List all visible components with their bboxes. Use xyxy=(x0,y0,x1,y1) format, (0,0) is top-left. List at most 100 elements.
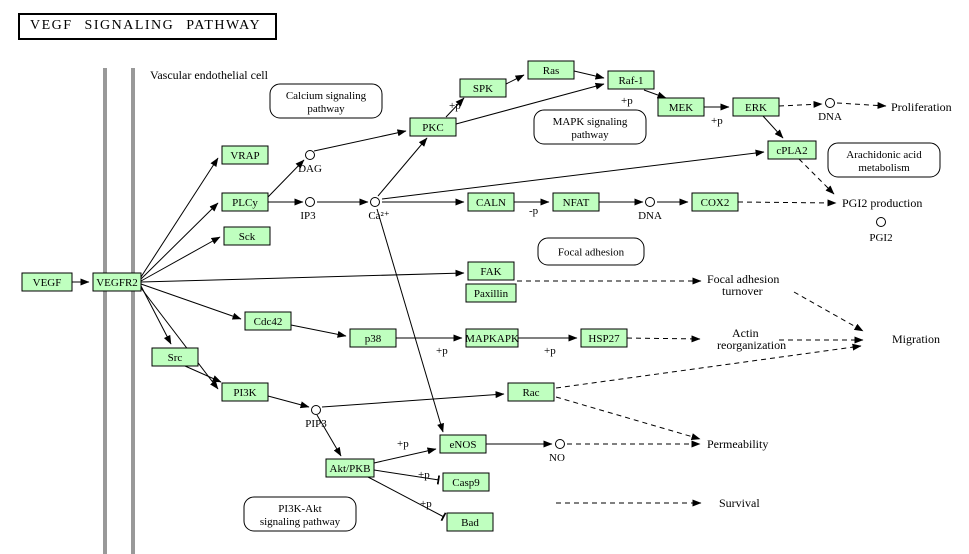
edge-cox2-to-pgi2-production xyxy=(737,199,837,207)
node-box-caln[interactable] xyxy=(467,192,515,212)
compound-circle-pip3[interactable] xyxy=(311,405,321,415)
node-box-casp9[interactable] xyxy=(442,472,490,492)
node-label-pi3k: PI3K xyxy=(233,387,256,399)
node-box-hsp27[interactable] xyxy=(580,328,628,348)
compound-dna-proliferation[interactable]: DNA xyxy=(818,98,842,124)
compound-circle-pgi2[interactable] xyxy=(876,217,886,227)
node-box-aktpkb[interactable] xyxy=(325,458,375,478)
node-box-cdc42[interactable] xyxy=(244,311,292,331)
node-box-bad[interactable] xyxy=(446,512,494,532)
node-vegf[interactable]: VEGF xyxy=(21,272,73,292)
compound-label-dna-proliferation: DNA xyxy=(818,111,842,123)
node-box-vegfr2[interactable] xyxy=(92,272,142,292)
compound-circle-ca2[interactable] xyxy=(370,197,380,207)
node-box-erk[interactable] xyxy=(732,97,780,117)
label-turnover-4: turnover xyxy=(722,284,763,298)
edge-dag-to-pkc xyxy=(313,129,407,152)
node-casp9[interactable]: Casp9 xyxy=(442,472,490,492)
node-box-vegf[interactable] xyxy=(21,272,73,292)
node-aktpkb[interactable]: Akt/PKB xyxy=(325,458,375,478)
node-box-fak[interactable] xyxy=(467,261,515,281)
pathway-box-focal-adhesion[interactable] xyxy=(537,237,645,266)
compound-pip3[interactable]: PIP3 xyxy=(305,405,327,431)
node-vrap[interactable]: VRAP xyxy=(221,145,269,165)
node-vegfr2[interactable]: VEGFR2 xyxy=(92,272,142,292)
pathway-box-arachidonic-acid[interactable] xyxy=(827,142,941,178)
node-enos[interactable]: eNOS xyxy=(439,434,487,454)
node-ras[interactable]: Ras xyxy=(527,60,575,80)
node-bad[interactable]: Bad xyxy=(446,512,494,532)
compound-ip3[interactable]: IP3 xyxy=(300,197,316,223)
pathway-link-focal-adhesion[interactable]: Focal adhesion xyxy=(537,237,645,266)
node-box-raf1[interactable] xyxy=(607,70,655,90)
node-fak[interactable]: FAK xyxy=(467,261,515,281)
node-cox2[interactable]: COX2 xyxy=(691,192,739,212)
node-raf1[interactable]: Raf-1 xyxy=(607,70,655,90)
node-cpla2[interactable]: cPLA2 xyxy=(767,140,817,160)
node-box-rac[interactable] xyxy=(507,382,555,402)
compound-ca2[interactable]: Ca²⁺ xyxy=(368,197,390,223)
pathway-label-calcium-signaling-1: pathway xyxy=(307,103,345,115)
node-pkc[interactable]: PKC xyxy=(409,117,457,137)
node-box-spk[interactable] xyxy=(459,78,507,98)
node-rac[interactable]: Rac xyxy=(507,382,555,402)
node-box-src[interactable] xyxy=(151,347,199,367)
node-box-cox2[interactable] xyxy=(691,192,739,212)
compound-dna-cox2[interactable]: DNA xyxy=(638,197,662,223)
node-label-fak: FAK xyxy=(480,266,501,278)
node-mapkapk[interactable]: MAPKAPK xyxy=(465,328,519,348)
node-cdc42[interactable]: Cdc42 xyxy=(244,311,292,331)
pathway-box-calcium-signaling[interactable] xyxy=(269,83,383,119)
node-box-ras[interactable] xyxy=(527,60,575,80)
node-spk[interactable]: SPK xyxy=(459,78,507,98)
node-label-sck: Sck xyxy=(239,231,256,243)
node-box-p38[interactable] xyxy=(349,328,397,348)
node-box-mek[interactable] xyxy=(657,97,705,117)
node-box-plcy[interactable] xyxy=(221,192,269,212)
compound-circle-dna-cox2[interactable] xyxy=(645,197,655,207)
pathway-label-pi3k-akt-signaling-0: PI3K-Akt xyxy=(278,503,321,515)
node-box-vrap[interactable] xyxy=(221,145,269,165)
compound-circle-ip3[interactable] xyxy=(305,197,315,207)
node-box-nfat[interactable] xyxy=(552,192,600,212)
label-reorganization-6: reorganization xyxy=(717,338,786,352)
node-label-enos: eNOS xyxy=(450,439,477,451)
compound-circle-no[interactable] xyxy=(555,439,565,449)
node-nfat[interactable]: NFAT xyxy=(552,192,600,212)
pathway-box-pi3k-akt-signaling[interactable] xyxy=(243,496,357,532)
node-src[interactable]: Src xyxy=(151,347,199,367)
node-mek[interactable]: MEK xyxy=(657,97,705,117)
pathway-label-mapk-signaling-1: pathway xyxy=(571,129,609,141)
compound-dag[interactable]: DAG xyxy=(298,150,322,176)
node-caln[interactable]: CALN xyxy=(467,192,515,212)
node-box-pkc[interactable] xyxy=(409,117,457,137)
compound-pgi2[interactable]: PGI2 xyxy=(869,217,893,245)
node-box-enos[interactable] xyxy=(439,434,487,454)
node-pi3k[interactable]: PI3K xyxy=(221,382,269,402)
node-hsp27[interactable]: HSP27 xyxy=(580,328,628,348)
node-box-cpla2[interactable] xyxy=(767,140,817,160)
pathway-box-mapk-signaling[interactable] xyxy=(533,109,647,145)
compound-label-pgi2: PGI2 xyxy=(869,232,892,244)
node-erk[interactable]: ERK xyxy=(732,97,780,117)
edge-vegfr2-to-fak xyxy=(140,269,465,283)
compound-circle-dag[interactable] xyxy=(305,150,315,160)
node-label-mapkapk: MAPKAPK xyxy=(465,333,519,345)
compound-no[interactable]: NO xyxy=(549,439,565,465)
node-paxillin[interactable]: Paxillin xyxy=(465,283,517,303)
edge-rac-to-migration xyxy=(555,343,862,389)
node-box-pi3k[interactable] xyxy=(221,382,269,402)
node-box-paxillin[interactable] xyxy=(465,283,517,303)
compound-circle-dna-proliferation[interactable] xyxy=(825,98,835,108)
node-plcy[interactable]: PLCy xyxy=(221,192,269,212)
node-p38[interactable]: p38 xyxy=(349,328,397,348)
node-box-sck[interactable] xyxy=(223,226,271,246)
edge-vegfr2-to-src xyxy=(140,285,172,345)
node-box-mapkapk[interactable] xyxy=(465,328,519,348)
node-sck[interactable]: Sck xyxy=(223,226,271,246)
label-p-15: +p xyxy=(397,438,409,450)
